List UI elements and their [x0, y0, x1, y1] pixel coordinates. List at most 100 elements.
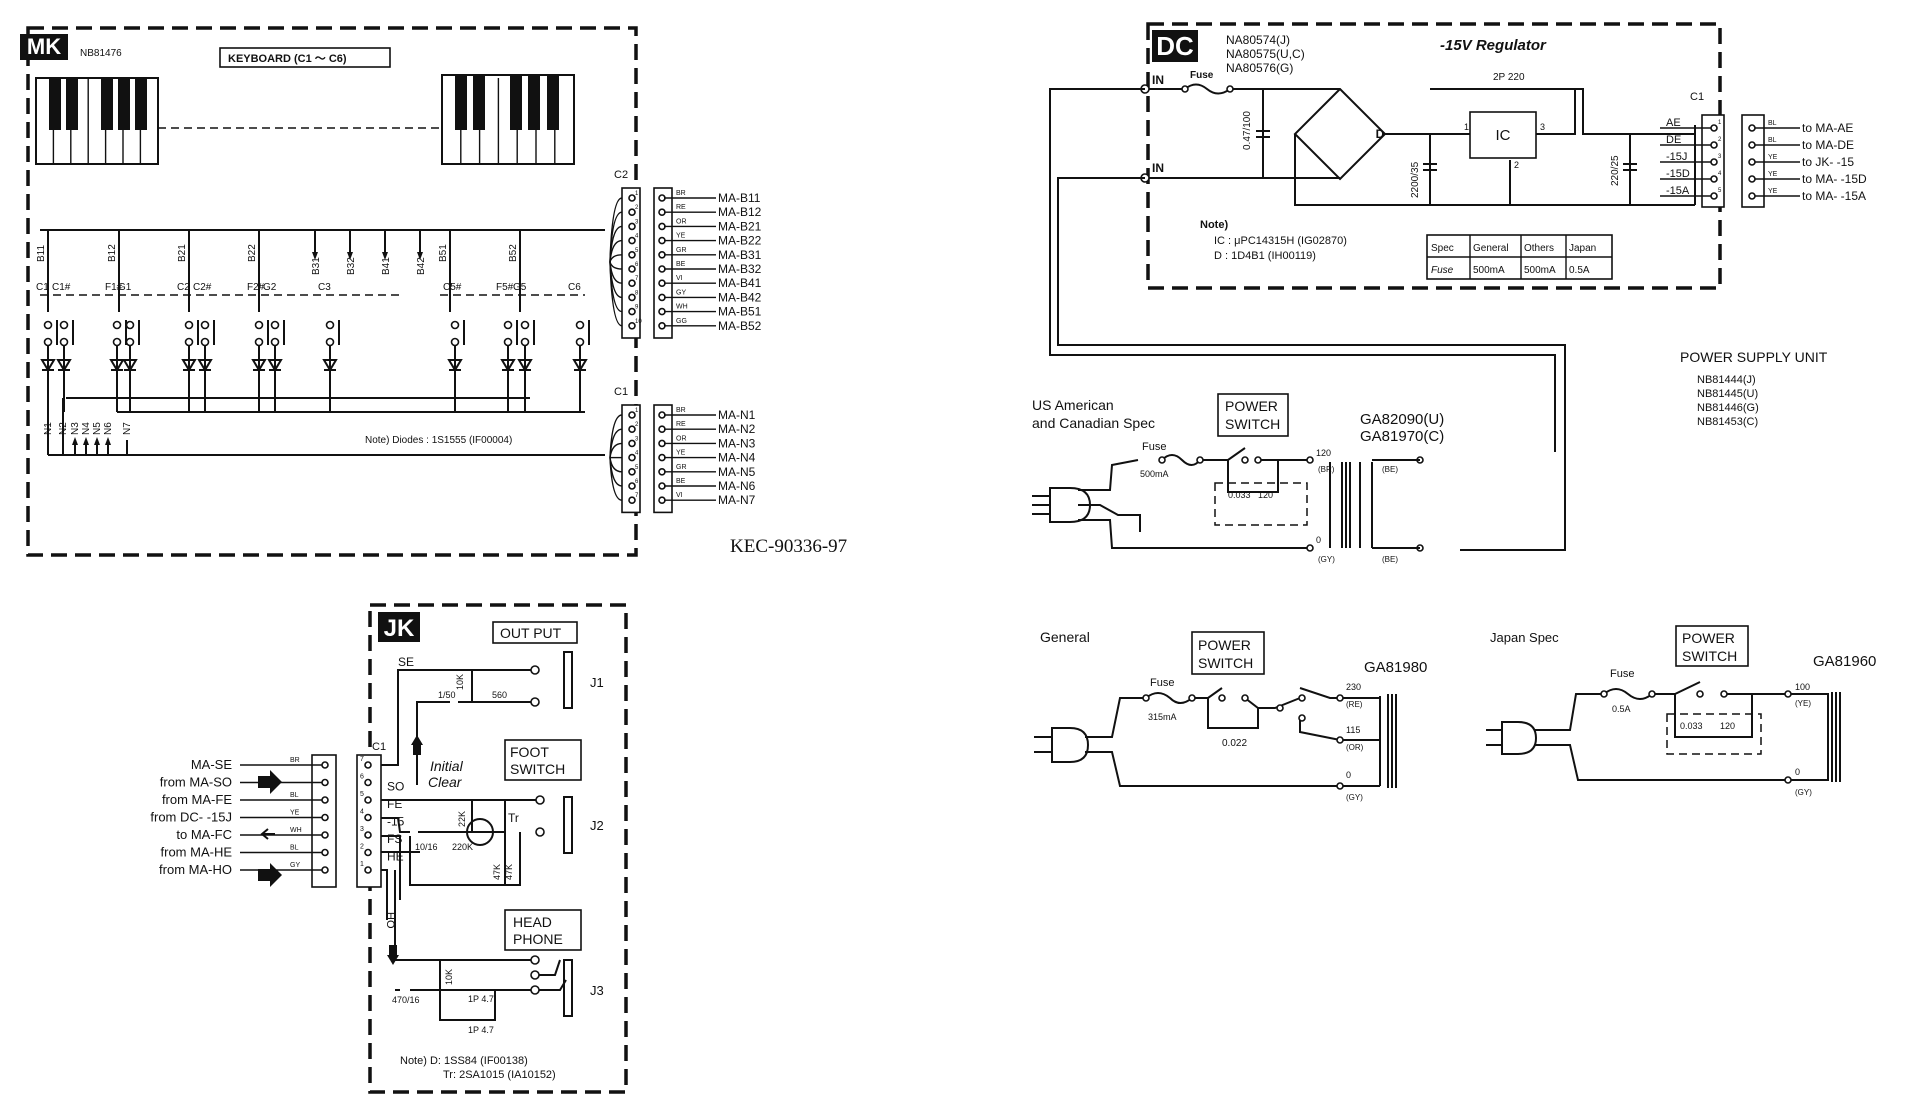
pin-number: 4 [635, 451, 639, 457]
connector-label: C1 [372, 741, 386, 753]
jk-c-470-16: 470/16 [392, 995, 420, 1005]
japan-snubber-box [1666, 713, 1762, 755]
output-label-box [492, 621, 578, 644]
dc-note-d: D : 1D4B1 (IH00119) [1214, 250, 1316, 262]
jk-r-47k: 47K [504, 864, 514, 880]
fuse-table: Spec General Others Japan Fuse 500mA 500… [1426, 234, 1613, 280]
svg-text:5: 5 [1718, 188, 1722, 194]
diode-icon [40, 359, 56, 372]
arrow-down-icon [417, 252, 423, 260]
connector-pin [364, 848, 372, 857]
pin-number: 3 [635, 436, 639, 442]
general-plug-icon [1034, 727, 1090, 763]
us-wiring [1078, 447, 1361, 549]
mk-part-number: NB81476 [80, 48, 122, 59]
japan-wiring [1535, 681, 1841, 782]
dc-ic-pin-3: 3 [1540, 122, 1545, 132]
jk-r-560: 560 [492, 690, 507, 700]
wire-destination: to JK- -15 [1802, 155, 1854, 169]
psu-label-group: POWER SUPPLY UNIT NB81444(J) NB81445(U) … [1680, 349, 1828, 428]
us-tap-voltage: 120 [1316, 448, 1331, 458]
black-key [473, 75, 485, 130]
bus-label: B21 [177, 244, 188, 262]
japan-spec-circuit: Japan Spec POWER SWITCH GA81960 Fuse 0.5… [1486, 625, 1876, 797]
us-power-switch-label: SWITCH [1225, 416, 1280, 432]
pin-number: 5 [635, 248, 639, 254]
psu-part-number: NB81445(U) [1697, 388, 1758, 400]
us-tap-color: (GY) [1318, 555, 1335, 564]
general-tap-color: (OR) [1346, 743, 1364, 752]
general-spec-circuit: General POWER SWITCH GA81980 Fuse 315mA … [1034, 629, 1427, 802]
wire-color: YE [290, 810, 300, 817]
connector-pin [628, 265, 636, 273]
j3-jack [563, 959, 573, 1017]
diode-icon [267, 359, 283, 372]
general-fuse-value: 315mA [1148, 712, 1177, 722]
dc-in-label-2: IN [1152, 161, 1164, 175]
key-contact [450, 320, 460, 330]
diode-icon [500, 359, 516, 372]
arrow-left-icon [260, 828, 275, 840]
wire-color: VI [676, 275, 683, 282]
wire-color: BL [1768, 120, 1777, 127]
arrow-right-icon [258, 863, 282, 887]
foot-switch-label: FOOT [510, 744, 549, 760]
wire-color: YE [1768, 171, 1778, 178]
key-contact [200, 320, 210, 330]
black-key [528, 75, 540, 130]
fuse-table-cell: 500mA [1524, 265, 1556, 276]
transistor-symbol [466, 818, 494, 846]
diode-icon [251, 359, 267, 372]
dc-cap-mid [1423, 163, 1437, 171]
wire-color: RE [676, 204, 686, 211]
us-secondary-color: (BE) [1382, 465, 1398, 474]
wire-color: GY [290, 862, 300, 869]
fuse-table-header: Others [1524, 243, 1554, 254]
pin-number: 9 [635, 305, 639, 311]
connector-pin [628, 293, 636, 302]
us-secondary-wiring [1371, 459, 1420, 549]
dc-ic [1469, 111, 1537, 159]
connector-pin [628, 236, 636, 245]
wire-color: BE [676, 478, 686, 485]
svg-text:1: 1 [1718, 120, 1722, 126]
key-label: G2 [263, 282, 277, 293]
general-fuse-label: Fuse [1150, 677, 1174, 689]
arrow-up-icon [94, 437, 100, 445]
connector-pin [628, 453, 636, 462]
key-contact [520, 337, 530, 347]
dc-part-number-3: NA80576(G) [1226, 61, 1293, 75]
general-tap-voltage: 115 [1346, 725, 1360, 735]
bus-label: B22 [247, 244, 258, 262]
key-contact [125, 320, 135, 330]
svg-text:1: 1 [360, 861, 364, 868]
key-label: C3 [318, 282, 331, 293]
us-spec-title: and Canadian Spec [1032, 415, 1155, 431]
connector-pin [628, 425, 636, 434]
psu-part-number: NB81453(C) [1697, 416, 1758, 428]
diode-icon [517, 359, 533, 372]
key-label: G1 [118, 282, 132, 293]
key-contact [575, 320, 585, 330]
dc-cap-out-value: 220/25 [1610, 155, 1621, 186]
us-power-switch-box [1217, 393, 1289, 437]
jk-boundary [368, 603, 628, 1094]
net-label: SO [387, 780, 404, 794]
fuse-table-header: Spec [1431, 243, 1454, 254]
dc-cap-mid-value: 2200/35 [1410, 161, 1421, 198]
pin-number: 3 [635, 219, 639, 225]
general-power-switch-label: SWITCH [1198, 655, 1253, 671]
connector-pin [628, 194, 636, 202]
dc-cap-in-value: 0.47/100 [1242, 111, 1253, 150]
japan-power-switch-box [1675, 625, 1749, 667]
svg-text:4: 4 [1718, 171, 1722, 177]
key-contact [254, 320, 264, 330]
output-label: OUT PUT [500, 625, 562, 641]
initial-clear-label: Initial [430, 758, 464, 774]
arrow-down-icon [347, 252, 353, 260]
dc-ic-pin-2: 2 [1514, 160, 1519, 170]
wire-destination: MA-B51 [718, 305, 762, 319]
pin-number: 5 [635, 465, 639, 471]
connector-pin [628, 279, 636, 288]
